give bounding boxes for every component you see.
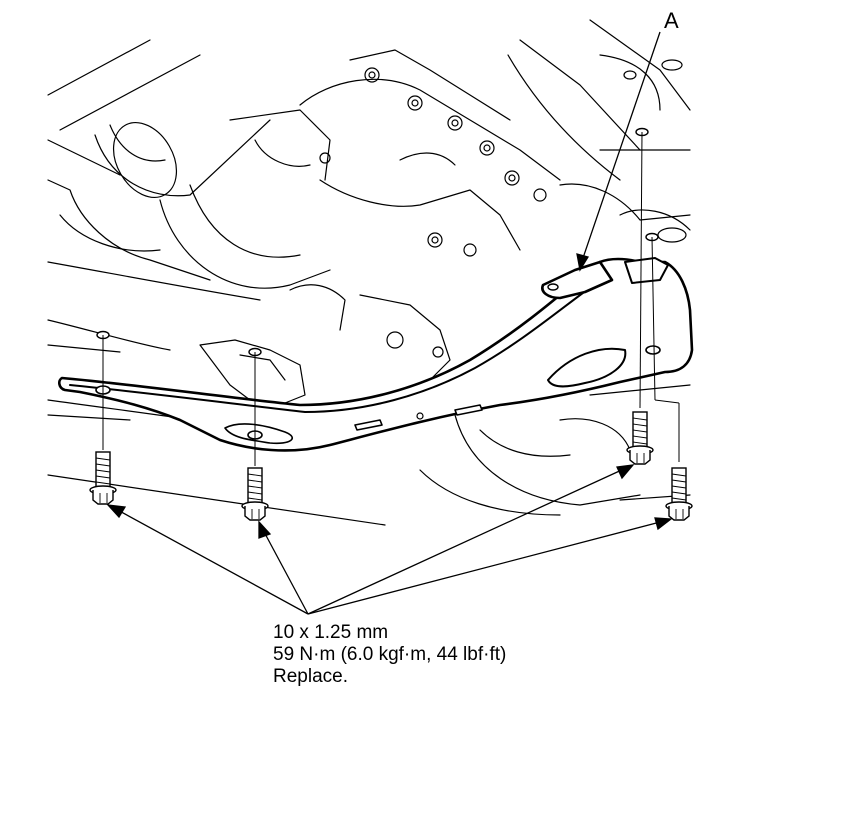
bolt-size: 10 x 1.25 mm (273, 622, 389, 643)
flange-bolt-icon (89, 451, 117, 505)
brace-bracket-a (58, 257, 694, 452)
torque-spec: 59 N·m (6.0 kgf·m, 44 lbf·ft) (273, 644, 507, 665)
callout-a-leader (576, 31, 661, 272)
chassis-background (47, 19, 691, 526)
fastener-spec: 10 x 1.25 mm 59 N·m (6.0 kgf·m, 44 lbf·f… (273, 622, 506, 688)
replace-note: Replace. (273, 666, 348, 687)
spec-arrows (106, 464, 673, 615)
flange-bolt-icon (665, 467, 693, 521)
flange-bolt-icon (241, 467, 269, 521)
flange-bolt-icon (626, 411, 654, 465)
callout-label-a: A (664, 8, 679, 33)
alignment-lines (102, 131, 680, 466)
